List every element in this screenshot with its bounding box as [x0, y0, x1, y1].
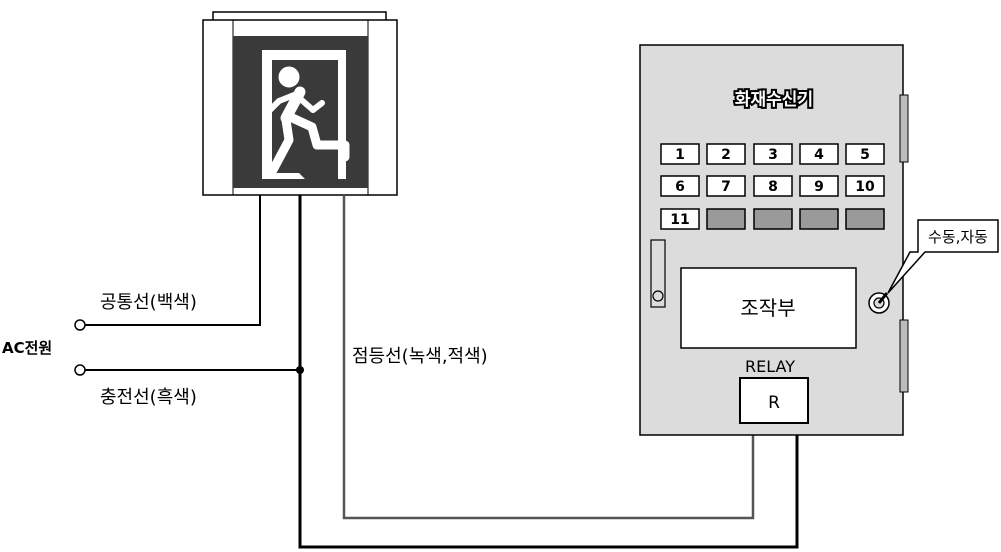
- charge-wire-label: 충전선(흑색): [100, 387, 197, 408]
- ac-power-label: AC전원: [2, 339, 52, 357]
- light-wire: [342, 195, 755, 520]
- zone-button-11[interactable]: 11: [660, 208, 700, 230]
- svg-text:10: 10: [855, 179, 875, 195]
- relay-box: [739, 377, 809, 424]
- mode-switch-callout: 수동,자동: [887, 219, 999, 294]
- svg-text:1: 1: [675, 147, 685, 163]
- svg-text:4: 4: [814, 147, 824, 163]
- zone-button-9[interactable]: 9: [799, 175, 839, 197]
- control-section[interactable]: [680, 267, 857, 349]
- common-wire: [80, 195, 261, 326]
- svg-text:8: 8: [768, 179, 778, 195]
- svg-text:6: 6: [675, 179, 685, 195]
- wiring: [74, 195, 799, 549]
- lower-hinge: [899, 319, 909, 393]
- zone-button-7[interactable]: 7: [706, 175, 746, 197]
- mode-switch-callout-text: 수동,자동: [928, 228, 988, 246]
- zone-button-10[interactable]: 10: [845, 175, 885, 197]
- zone-button-3[interactable]: 3: [753, 143, 793, 165]
- zone-button-5[interactable]: 5: [845, 143, 885, 165]
- zone-button-1[interactable]: 1: [660, 143, 700, 165]
- relay-label: RELAY: [745, 357, 795, 376]
- door-handle[interactable]: [650, 239, 666, 308]
- relay-box-label: R: [768, 393, 780, 413]
- running-person-icon: [265, 66, 350, 175]
- panel-title: 화재수신기: [735, 90, 813, 110]
- zone-button-grid: 1 2 3 4 5 6 7 8 9 10 11: [660, 143, 885, 230]
- blank-button-4: [845, 208, 885, 230]
- blank-button-3: [799, 208, 839, 230]
- zone-button-4[interactable]: 4: [799, 143, 839, 165]
- svg-text:2: 2: [721, 147, 731, 163]
- exit-sign-unit: [202, 11, 398, 196]
- svg-text:3: 3: [768, 147, 778, 163]
- light-wire-label: 점등선(녹색,적색): [352, 346, 488, 367]
- junction-dot: [296, 366, 304, 374]
- ac-terminal-2: [74, 364, 86, 376]
- zone-button-2[interactable]: 2: [706, 143, 746, 165]
- svg-text:5: 5: [860, 147, 870, 163]
- common-wire-label: 공통선(백색): [100, 292, 197, 313]
- zone-button-8[interactable]: 8: [753, 175, 793, 197]
- fire-receiver-panel: 화재수신기 1 2 3 4 5 6 7 8 9 10 11 조작부: [639, 44, 909, 436]
- svg-text:9: 9: [814, 179, 824, 195]
- svg-text:7: 7: [721, 179, 731, 195]
- svg-text:11: 11: [670, 212, 689, 228]
- ac-terminal-1: [74, 319, 86, 331]
- blank-button-2: [753, 208, 793, 230]
- blank-button-1: [706, 208, 746, 230]
- upper-hinge: [899, 94, 909, 163]
- mode-switch[interactable]: [868, 292, 890, 314]
- control-section-label: 조작부: [740, 296, 795, 320]
- floor-mark: [272, 173, 305, 179]
- panel-cabinet: [639, 44, 904, 436]
- zone-button-6[interactable]: 6: [660, 175, 700, 197]
